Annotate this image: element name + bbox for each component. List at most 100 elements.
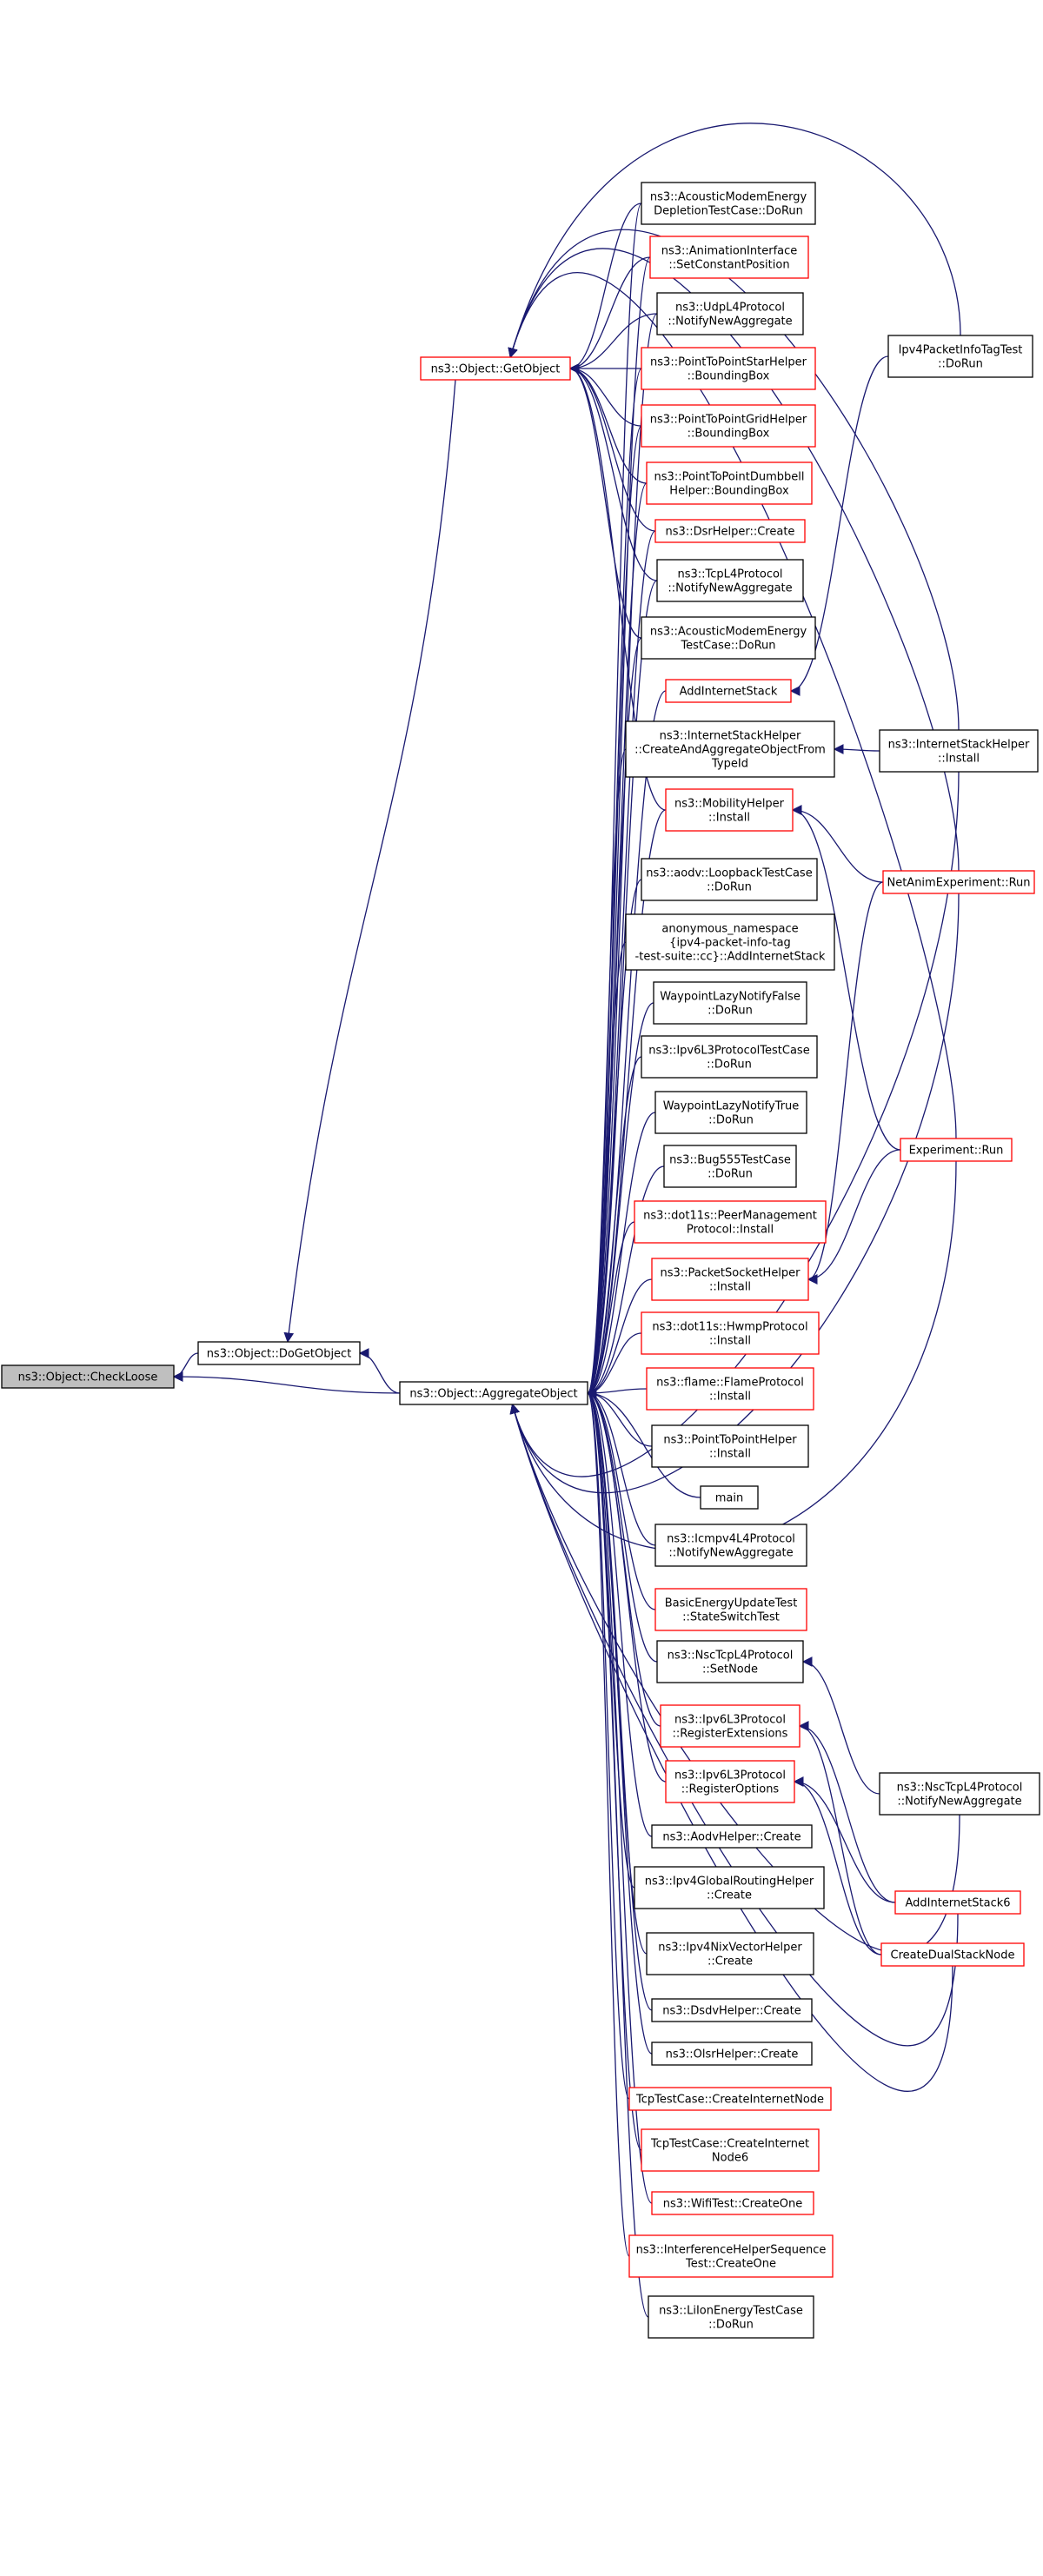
node-dsdvhelper[interactable]: ns3::DsdvHelper::Create: [651, 1998, 813, 2022]
node-main[interactable]: main: [700, 1485, 759, 1510]
node-icmpv4[interactable]: ns3::Icmpv4L4Protocol::NotifyNewAggregat…: [654, 1524, 807, 1567]
node-label: AddInternetStack: [680, 686, 778, 699]
edge-line: [586, 1388, 667, 1783]
node-createaggregate[interactable]: ns3::InternetStackHelper::CreateAndAggre…: [625, 720, 835, 778]
node-interference[interactable]: ns3::InterferenceHelperSequenceTest::Cre…: [628, 2234, 834, 2278]
node-box: [665, 1760, 795, 1803]
node-label: ns3::Ipv6L3Protocol: [674, 1714, 786, 1727]
node-ipv6regext[interactable]: ns3::Ipv6L3Protocol::RegisterExtensions: [660, 1704, 801, 1748]
node-label: ::DoRun: [938, 358, 983, 371]
node-acoustic1[interactable]: ns3::AcousticModemEnergyDepletionTestCas…: [641, 182, 816, 225]
node-addinternetstack6[interactable]: AddInternetStack6: [894, 1890, 1021, 1915]
node-internetstackinstall[interactable]: ns3::InternetStackHelper::Install: [879, 729, 1039, 773]
node-label: ::NotifyNewAggregate: [668, 582, 792, 595]
edge-dogetobject-to-checkloose: [172, 1352, 199, 1382]
node-label: ::Install: [938, 753, 980, 766]
edge-line: [568, 363, 658, 581]
node-experiment[interactable]: Experiment::Run: [900, 1138, 1013, 1162]
node-mobilityinstall[interactable]: ns3::MobilityHelper::Install: [665, 788, 794, 832]
node-tcpcreateinternet[interactable]: TcpTestCase::CreateInternetNode: [628, 2087, 832, 2111]
node-label: ::Install: [709, 1281, 751, 1294]
node-box: [641, 347, 816, 390]
node-ipv4packetinfo[interactable]: Ipv4PacketInfoTagTest::DoRun: [887, 335, 1033, 378]
node-label: ns3::PacketSocketHelper: [660, 1267, 801, 1280]
node-p2phelper[interactable]: ns3::PointToPointHelper::Install: [651, 1424, 809, 1468]
edge-anonymous-to-aggregate: [586, 941, 627, 1398]
edge-createdualstack-to-ipv6regext: [798, 1721, 882, 1955]
node-nsctcpnotify[interactable]: ns3::NscTcpL4Protocol::NotifyNewAggregat…: [879, 1772, 1040, 1816]
node-nsctcpsetnode[interactable]: ns3::NscTcpL4Protocol::SetNode: [656, 1640, 804, 1683]
node-animation[interactable]: ns3::AnimationInterface::SetConstantPosi…: [649, 236, 809, 279]
node-ipv6regopt[interactable]: ns3::Ipv6L3Protocol::RegisterOptions: [665, 1760, 795, 1803]
node-label: ns3::PointToPointStarHelper: [650, 356, 807, 369]
node-waypointfalse[interactable]: WaypointLazyNotifyFalse::DoRun: [653, 981, 807, 1025]
node-dogetobject[interactable]: ns3::Object::DoGetObject: [197, 1341, 361, 1365]
node-box: [651, 2042, 813, 2066]
node-box: [197, 1341, 361, 1365]
edge-line: [586, 1388, 701, 1498]
node-box: [656, 1640, 804, 1683]
node-olsrhelper[interactable]: ns3::OlsrHelper::Create: [651, 2042, 813, 2066]
node-addinternetstack[interactable]: AddInternetStack: [665, 679, 792, 703]
edge-addinternetstack6-to-ipv6regopt: [793, 1776, 896, 1903]
node-packetsocket[interactable]: ns3::PacketSocketHelper::Install: [651, 1258, 809, 1301]
node-p2pstar[interactable]: ns3::PointToPointStarHelper::BoundingBox: [641, 347, 816, 390]
node-flame[interactable]: ns3::flame::FlameProtocol::Install: [646, 1367, 814, 1411]
node-aodvloopback[interactable]: ns3::aodv::LoopbackTestCase::DoRun: [641, 858, 818, 901]
node-label: Ipv4PacketInfoTagTest: [899, 344, 1023, 357]
node-label: TypeId: [711, 758, 748, 771]
node-ipv4nixvector[interactable]: ns3::Ipv4NixVectorHelper::Create: [646, 1932, 814, 1975]
node-liion[interactable]: ns3::LiIonEnergyTestCase::DoRun: [648, 2295, 814, 2339]
edge-line: [791, 805, 884, 883]
edge-line: [789, 355, 889, 696]
node-label: ::RegisterOptions: [681, 1783, 780, 1796]
edge-aggregate-to-checkloose: [172, 1371, 401, 1394]
edge-mobilityinstall-to-getobject: [568, 363, 667, 811]
node-box: [700, 1485, 759, 1510]
node-box: [649, 236, 809, 279]
edge-line: [586, 1388, 656, 1546]
node-netanim[interactable]: NetAnimExperiment::Run: [882, 870, 1035, 894]
node-label: WaypointLazyNotifyFalse: [660, 991, 801, 1004]
edge-line: [508, 123, 961, 359]
node-box: [648, 2295, 814, 2339]
node-anonymous[interactable]: anonymous_namespace{ipv4-packet-info-tag…: [625, 913, 835, 971]
edge-line: [568, 256, 651, 374]
node-label: {ipv4-packet-info-tag: [669, 937, 791, 950]
edge-aodvloopback-to-aggregate: [586, 879, 642, 1398]
node-box: [900, 1138, 1013, 1162]
edge-line: [586, 748, 627, 1398]
node-createdualstack[interactable]: CreateDualStackNode: [880, 1942, 1025, 1967]
edge-line: [568, 363, 667, 811]
node-label: Protocol::Install: [687, 1224, 774, 1237]
edge-waypointtrue-to-aggregate: [586, 1112, 656, 1398]
node-tcpl4[interactable]: ns3::TcpL4Protocol::NotifyNewAggregate: [656, 559, 804, 602]
node-wifitest[interactable]: ns3::WifiTest::CreateOne: [651, 2191, 814, 2215]
edge-line: [586, 1112, 656, 1398]
node-ipv6l3test[interactable]: ns3::Ipv6L3ProtocolTestCase::DoRun: [641, 1035, 818, 1079]
node-hwmp[interactable]: ns3::dot11s::HwmpProtocol::Install: [641, 1311, 820, 1355]
node-p2pdumbbell[interactable]: ns3::PointToPointDumbbellHelper::Boundin…: [646, 461, 813, 505]
node-ipv4globalrouting[interactable]: ns3::Ipv4GlobalRoutingHelper::Create: [634, 1866, 825, 1909]
edge-line: [586, 879, 642, 1398]
node-getobject[interactable]: ns3::Object::GetObject: [420, 356, 571, 381]
node-peermanagement[interactable]: ns3::dot11s::PeerManagementProtocol::Ins…: [634, 1200, 827, 1244]
edge-line: [586, 1388, 630, 2257]
node-label: ns3::NscTcpL4Protocol: [668, 1650, 794, 1663]
node-box: [651, 1998, 813, 2022]
node-box: [641, 1035, 818, 1079]
node-aodvhelper[interactable]: ns3::AodvHelper::Create: [651, 1824, 813, 1849]
node-waypointtrue[interactable]: WaypointLazyNotifyTrue::DoRun: [654, 1091, 807, 1134]
node-box: [641, 1311, 820, 1355]
node-bug555[interactable]: ns3::Bug555TestCase::DoRun: [663, 1145, 797, 1188]
node-box: [656, 292, 804, 335]
node-p2pgrid[interactable]: ns3::PointToPointGridHelper::BoundingBox: [641, 404, 816, 448]
edge-acoustic1-to-aggregate: [586, 202, 642, 1398]
node-label: ns3::flame::FlameProtocol: [656, 1377, 804, 1390]
node-udpl4[interactable]: ns3::UdpL4Protocol::NotifyNewAggregate: [656, 292, 804, 335]
node-aggregate[interactable]: ns3::Object::AggregateObject: [399, 1381, 588, 1405]
node-dsrhelper[interactable]: ns3::DsrHelper::Create: [654, 519, 806, 543]
node-basicenergy[interactable]: BasicEnergyUpdateTest::StateSwitchTest: [654, 1588, 807, 1631]
